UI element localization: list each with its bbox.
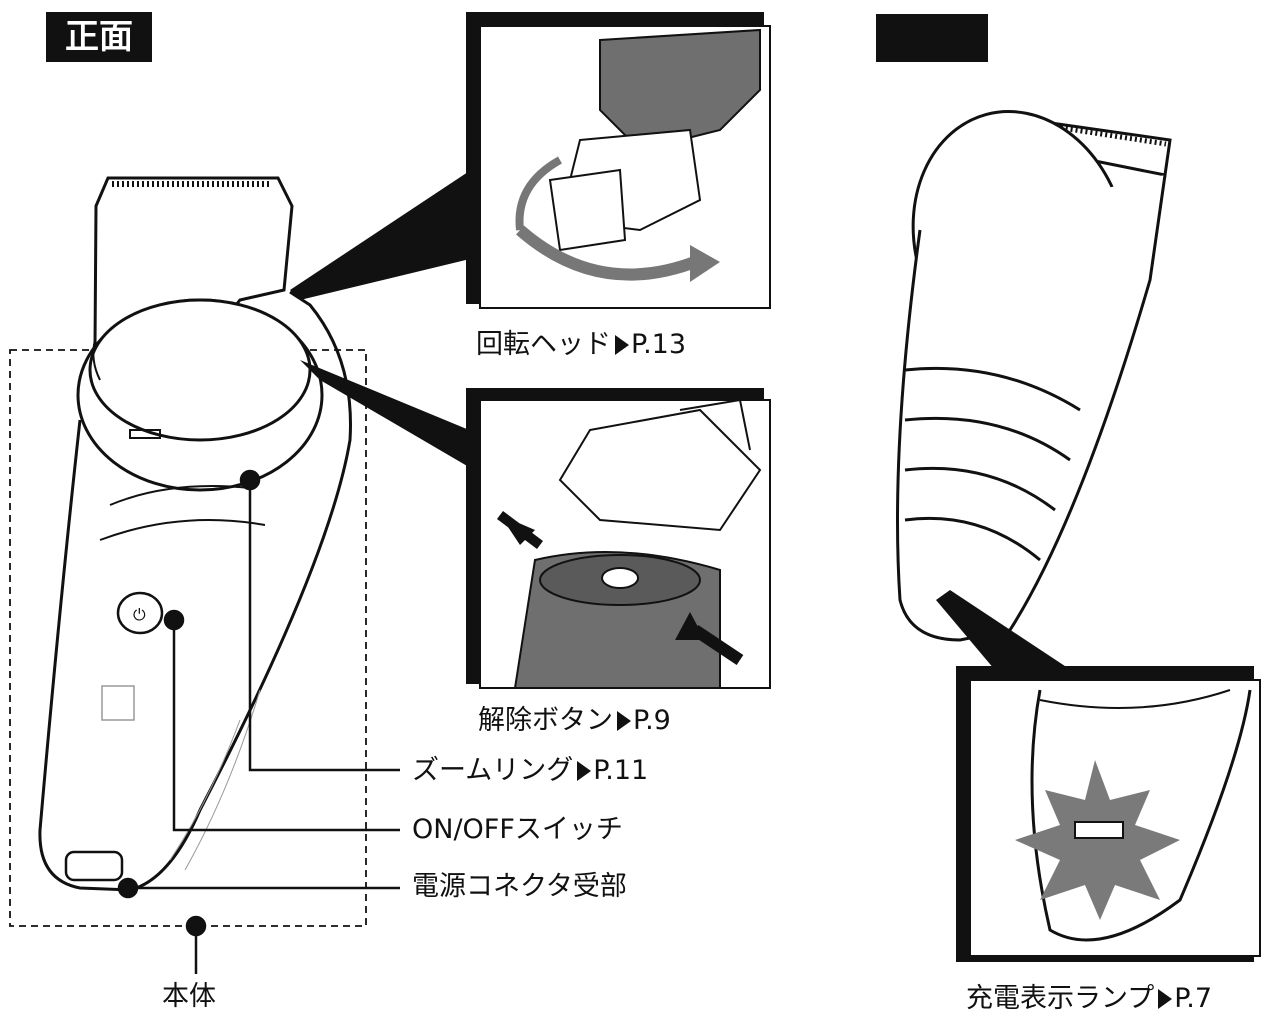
head-callout-wedge (290, 168, 474, 300)
power-switch-text: ON/OFFスイッチ (412, 814, 623, 845)
inset-charge-lamp (956, 666, 1260, 962)
body-label: 本体 (162, 982, 216, 1012)
zoom-ring-label: ズームリング P.11 (412, 756, 648, 786)
charge-lamp-ref: P.7 (1174, 983, 1212, 1014)
front-leaders (119, 471, 400, 974)
body-text: 本体 (162, 981, 216, 1012)
ring-callout-wedge (300, 360, 474, 470)
svg-text:⏻: ⏻ (133, 605, 146, 624)
power-connector-text: 電源コネクタ受部 (412, 871, 627, 902)
release-button-text: 解除ボタン (478, 705, 613, 736)
inset-rotating-head: 180° (466, 12, 770, 308)
back-trimmer (885, 87, 1170, 640)
charge-lamp-text: 充電表示ランプ (966, 983, 1154, 1014)
rotating-head-label: 回転ヘッド P.13 (476, 330, 686, 360)
charge-lamp-label: 充電表示ランプ P.7 (966, 984, 1212, 1014)
rotating-head-text: 回転ヘッド (476, 329, 611, 360)
front-section-label: 正面 (46, 12, 152, 62)
page-ref-arrow-icon (577, 761, 591, 781)
zoom-ring-text: ズームリング (412, 755, 573, 786)
zoom-ring-ref: P.11 (593, 755, 648, 786)
back-section-badge-bar (876, 14, 988, 62)
power-connector-label: 電源コネクタ受部 (412, 872, 627, 902)
rotating-head-ref: P.13 (631, 329, 686, 360)
power-switch-label: ON/OFFスイッチ (412, 815, 623, 845)
page-ref-arrow-icon (1158, 989, 1172, 1009)
inset-release-button (466, 388, 770, 688)
page-ref-arrow-icon (615, 335, 629, 355)
page-ref-arrow-icon (617, 711, 631, 731)
release-button-label: 解除ボタン P.9 (478, 706, 671, 736)
release-button-ref: P.9 (633, 705, 671, 736)
